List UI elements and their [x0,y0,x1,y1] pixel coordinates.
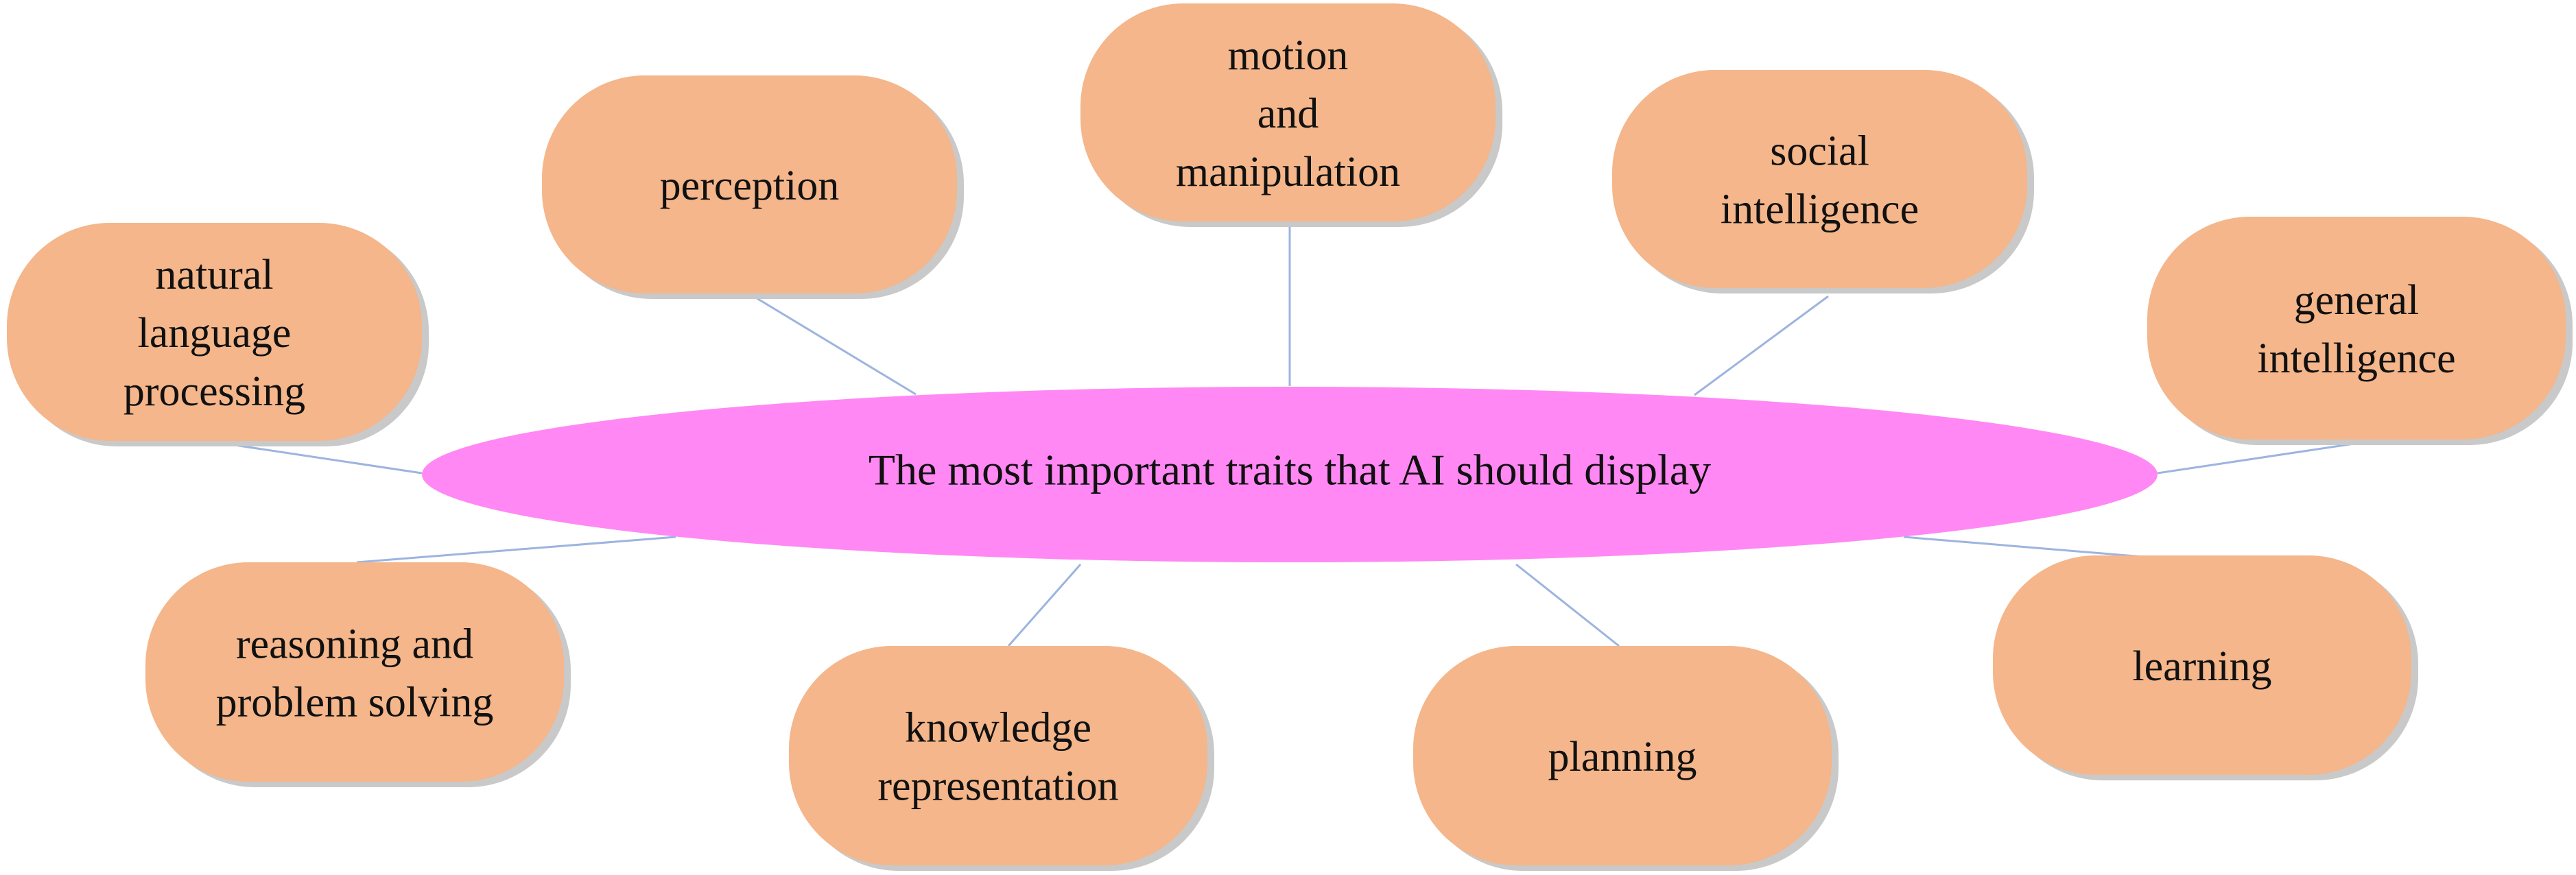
node-shape [542,75,957,293]
node-label-line: representation [877,763,1118,810]
node-label-line: social [1770,128,1869,175]
node-label-line: perception [660,163,840,209]
node-shape [789,646,1207,865]
node-label-line: natural [155,252,273,298]
node-motion-and-manipulation: motion and manipulation [1080,3,1502,227]
connector-learning [1903,536,2144,558]
node-general-intelligence: general intelligence [2147,217,2573,445]
node-label-line: planning [1548,734,1697,780]
connector-general-intelligence [2157,441,2364,475]
node-label-line: intelligence [1721,187,1919,233]
node-natural-language-processing: natural language processing [7,223,429,446]
node-shape [1993,555,2411,775]
node-label-line: language [138,310,292,357]
node-label-line: and [1257,91,1319,137]
connector-planning [1515,563,1620,647]
node-label-line: reasoning and [236,621,473,668]
node-label: reasoning and problem solving [216,621,494,726]
connector-lines [215,223,2364,647]
node-shape [2147,217,2566,440]
center-node: The most important traits that AI should… [422,387,2158,562]
connector-natural-language-processing [215,441,423,475]
center-label: The most important traits that AI should… [868,446,1711,494]
node-shape [145,562,564,782]
node-knowledge-representation: knowledge representation [789,646,1214,871]
node-label: knowledge representation [877,705,1118,810]
connector-reasoning-and-problem-solving [356,536,676,564]
node-label-line: problem solving [216,680,494,726]
node-reasoning-and-problem-solving: reasoning and problem solving [145,562,571,787]
node-social-intelligence: social intelligence [1612,70,2034,293]
node-learning: learning [1993,555,2418,780]
node-shape [1413,646,1832,865]
node-label-line: learning [2132,643,2271,690]
center-ellipse [422,387,2158,562]
node-label: motion and manipulation [1176,32,1400,195]
connector-knowledge-representation [1007,564,1082,647]
trait-nodes: natural language processing perception motio… [7,3,2573,871]
node-label: learning [2132,643,2271,690]
node-label: perception [660,163,840,209]
node-label-line: intelligence [2257,335,2455,382]
node-label: natural language processing [123,252,305,415]
node-label: general intelligence [2257,277,2455,382]
connector-social-intelligence [1694,295,1829,396]
node-label-line: manipulation [1176,149,1400,195]
node-label-line: general [2294,277,2419,324]
node-planning: planning [1413,646,1839,871]
node-shape [7,223,422,441]
node-label-line: knowledge [905,705,1091,752]
node-label-line: motion [1228,32,1349,79]
node-perception: perception [542,75,964,299]
node-shape [1080,3,1496,221]
node-label: planning [1548,734,1697,780]
connector-perception [751,293,917,396]
node-shape [1612,70,2027,288]
node-label: social intelligence [1721,128,1919,233]
node-label-line: processing [123,368,305,415]
